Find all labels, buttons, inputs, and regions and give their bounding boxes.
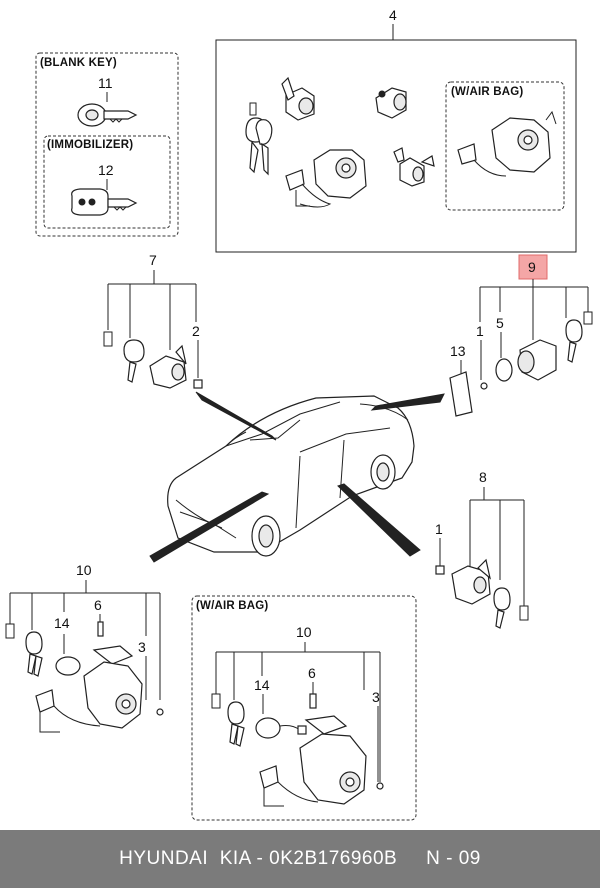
trunk-lock-cylinder-icon xyxy=(375,87,407,119)
immobilizer-label: (IMMOBILIZER) xyxy=(47,139,133,151)
callout-11: 11 xyxy=(98,75,113,91)
airbag-ignition-icon xyxy=(457,110,557,177)
callout-2: 2 xyxy=(192,323,200,339)
parts-diagram: (BLANK KEY) (IMMOBILIZER) 11 12 4 (W/AIR… xyxy=(5,7,593,821)
blank-key-icon xyxy=(77,103,138,127)
footer-part-number: 0K2B176960B xyxy=(269,848,398,869)
key-options-box xyxy=(35,52,179,237)
callout-6a: 6 xyxy=(94,597,102,613)
callout-6b: 6 xyxy=(308,665,316,681)
callout-9: 9 xyxy=(528,259,536,275)
callout-10a: 10 xyxy=(76,562,92,578)
callout-14b: 14 xyxy=(254,677,270,693)
right-door-lock-parts-icon xyxy=(435,558,529,629)
pointer-trunk xyxy=(370,393,445,411)
trunk-lock-parts-icon xyxy=(449,311,593,417)
callout-1a: 1 xyxy=(476,323,484,339)
door-lock-cylinder-icon xyxy=(281,76,315,121)
footer-bar: HYUNDAI KIA - 0K2B176960B N - 09 xyxy=(0,830,600,888)
footer-text: HYUNDAI KIA - 0K2B176960B N - 09 xyxy=(119,848,481,870)
footer-page-ref: N - 09 xyxy=(426,848,481,869)
callout-7: 7 xyxy=(149,252,157,268)
footer-brand-hyundai: HYUNDAI xyxy=(119,848,209,869)
ignition-switch-icon xyxy=(285,149,367,208)
immobilizer-key-icon xyxy=(71,188,138,216)
keys-icon xyxy=(245,102,273,176)
callout-8: 8 xyxy=(479,469,487,485)
callout-14a: 14 xyxy=(54,615,70,631)
callout-4: 4 xyxy=(389,7,397,23)
pointer-door xyxy=(195,391,277,441)
door-lock-parts-icon xyxy=(103,331,203,389)
callout-1b: 1 xyxy=(435,521,443,537)
glove-box-lock-icon xyxy=(393,147,435,187)
airbag-ignition-parts-icon xyxy=(211,693,384,807)
pointer-right-door xyxy=(337,483,421,557)
callout-10b: 10 xyxy=(296,624,312,640)
callout-12: 12 xyxy=(98,162,114,178)
airbag-top-box xyxy=(445,81,565,211)
immobilizer-box xyxy=(43,135,171,229)
footer-separator: - xyxy=(256,848,264,869)
airbag-bottom-label: (W/AIR BAG) xyxy=(196,600,268,612)
callout-13: 13 xyxy=(450,343,466,359)
airbag-bottom-box xyxy=(191,595,417,821)
airbag-top-label: (W/AIR BAG) xyxy=(451,86,523,98)
lock-set-box xyxy=(215,39,577,253)
footer-brand-kia: KIA xyxy=(219,848,251,869)
callout-5: 5 xyxy=(496,315,504,331)
pointer-ignition xyxy=(149,491,270,563)
callout-3a: 3 xyxy=(138,639,146,655)
callout-3b: 3 xyxy=(372,689,380,705)
ignition-lock-parts-icon xyxy=(5,621,164,733)
blank-key-label: (BLANK KEY) xyxy=(40,57,117,69)
